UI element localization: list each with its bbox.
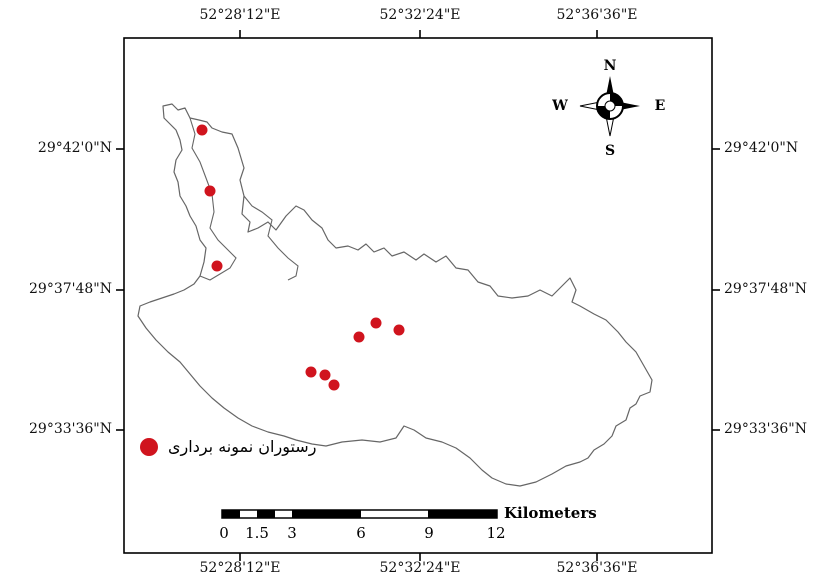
- sample-point-4: [370, 317, 382, 329]
- left-latitude-label-1: 29°42'0"N: [37, 140, 112, 156]
- map-frame: [123, 37, 713, 554]
- bottom-longitude-label-3: 52°36'36"E: [556, 560, 638, 576]
- boundary-inner-line: [189, 117, 237, 281]
- sample-point-8: [319, 369, 331, 381]
- map-legend: رستوران نمونه برداری: [140, 437, 316, 456]
- scale-tick-5: 12: [486, 524, 506, 542]
- sample-point-7: [305, 366, 317, 378]
- sample-point-6: [353, 331, 365, 343]
- city-boundary: [137, 103, 653, 487]
- frame-ticks: [116, 30, 720, 561]
- boundary-inner-line-2: [243, 195, 299, 281]
- sample-point-9: [328, 379, 340, 391]
- left-latitude-label-2: 29°37'48"N: [29, 281, 112, 297]
- scale-tick-2: 3: [287, 524, 297, 542]
- scale-tick-4: 9: [424, 524, 434, 542]
- scale-bar: [221, 509, 498, 519]
- bottom-longitude-label-1: 52°28'12"E: [199, 560, 281, 576]
- sample-points: [196, 124, 405, 391]
- top-longitude-label-3: 52°36'36"E: [556, 7, 638, 23]
- sample-point-5: [393, 324, 405, 336]
- top-longitude-label-2: 52°32'24"E: [379, 7, 461, 23]
- bottom-longitude-label-2: 52°32'24"E: [379, 560, 461, 576]
- left-latitude-label-3: 29°33'36"N: [29, 421, 112, 437]
- scale-unit-label: Kilometers: [504, 504, 597, 522]
- scale-tick-0: 0: [219, 524, 229, 542]
- compass-east-label: E: [654, 98, 666, 114]
- scale-tick-1: 1.5: [245, 524, 269, 542]
- compass-west-label: W: [552, 98, 568, 114]
- sample-point-3: [211, 260, 223, 272]
- right-latitude-label-1: 29°42'0"N: [724, 140, 799, 156]
- legend-label: رستوران نمونه برداری: [168, 437, 317, 456]
- compass-south-label: S: [604, 143, 616, 159]
- red-dot-icon: [140, 437, 158, 456]
- north-arrow-icon: [579, 76, 640, 137]
- scale-tick-3: 6: [356, 524, 366, 542]
- right-latitude-label-3: 29°33'36"N: [724, 421, 807, 437]
- compass-north-label: N: [603, 58, 617, 74]
- sample-point-1: [196, 124, 208, 136]
- top-longitude-label-1: 52°28'12"E: [199, 7, 281, 23]
- right-latitude-label-2: 29°37'48"N: [724, 281, 807, 297]
- sample-point-2: [204, 185, 216, 197]
